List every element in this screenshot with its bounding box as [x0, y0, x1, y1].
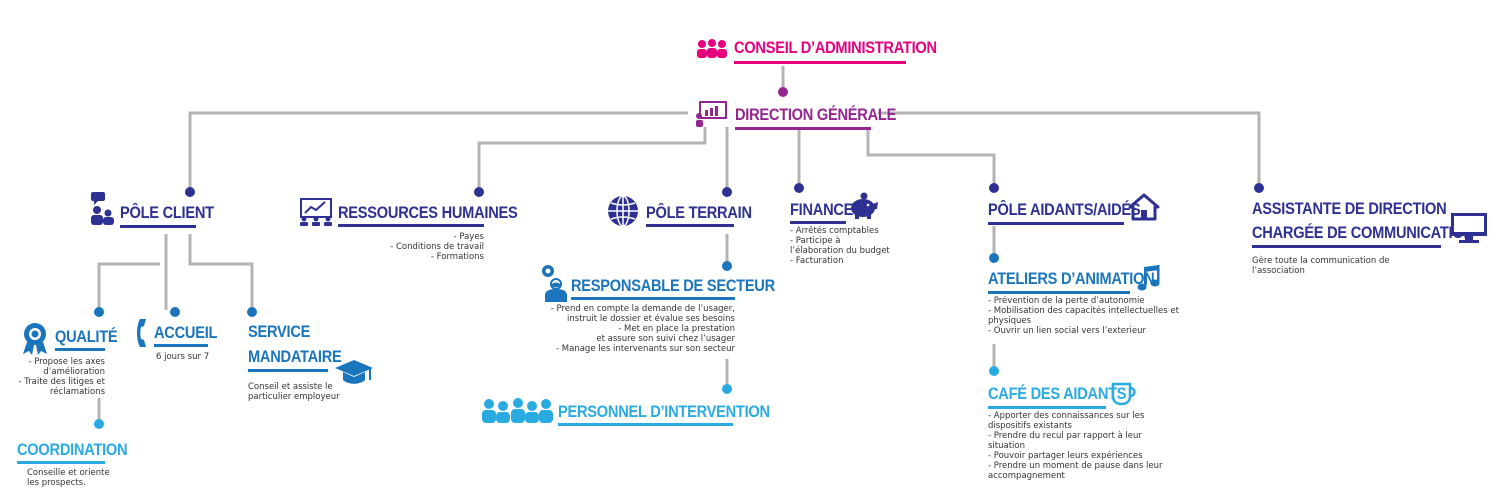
finance-underline — [790, 221, 846, 224]
ateliers-desc: - Prévention de la perte d’autonomie - M… — [988, 296, 1179, 336]
pole-terrain-underline — [646, 224, 734, 227]
personnel-title: PERSONNEL D’INTERVENTION — [558, 402, 770, 421]
music-note-icon — [1137, 265, 1160, 291]
ateliers-title: ATELIERS D’ANIMATION — [988, 269, 1155, 288]
accueil-title: ACCUEIL — [154, 323, 218, 342]
coordination-desc: Conseille et oriente les prospects. — [27, 468, 110, 488]
house-icon — [1128, 193, 1160, 221]
assistante-title-line2: CHARGÉE DE COMMUNICATION — [1252, 223, 1474, 242]
graduation-cap-icon — [335, 360, 373, 384]
direction-underline — [735, 127, 871, 130]
finance-desc: - Arrêtés comptables - Participe à l’éla… — [790, 226, 890, 266]
ateliers-underline — [988, 291, 1130, 294]
team-icon — [482, 398, 553, 423]
rh-underline — [338, 224, 484, 227]
qualite-desc: - Propose les axes d’amélioration - Trai… — [18, 357, 105, 397]
presentation-board-icon — [696, 101, 727, 127]
service-title-line2: MANDATAIRE — [248, 347, 342, 366]
speech-people-icon — [91, 192, 114, 225]
phone-icon — [137, 319, 146, 347]
piggy-bank-icon — [851, 192, 878, 219]
cafe-desc: - Apporter des connaissances sur les dis… — [988, 411, 1163, 481]
assistante-title-line1: ASSISTANTE DE DIRECTION — [1252, 199, 1447, 218]
service-title-line1: SERVICE — [248, 322, 311, 341]
service-desc: Conseil et assiste le particulier employ… — [248, 382, 340, 402]
monitor-icon — [1451, 213, 1487, 243]
direction-title: DIRECTION GÉNÉRALE — [735, 105, 897, 124]
coordination-underline — [17, 461, 105, 464]
accueil-desc: 6 jours sur 7 — [156, 352, 210, 362]
pole-client-underline — [120, 225, 196, 228]
responsable-desc: - Prend en compte la demande de l’usager… — [550, 304, 735, 354]
rh-title: RESSOURCES HUMAINES — [338, 203, 518, 222]
pole-aidants-title: PÔLE AIDANTS/AIDÉS — [988, 200, 1141, 219]
accueil-underline — [154, 344, 208, 347]
qualite-underline — [55, 348, 105, 351]
conseil-underline — [734, 61, 906, 64]
pole-client-title: PÔLE CLIENT — [120, 203, 214, 222]
finance-title: FINANCE — [790, 200, 854, 219]
pole-aidants-underline — [988, 222, 1124, 225]
coffee-cup-icon — [1111, 382, 1136, 406]
qualite-title: QUALITÉ — [55, 327, 118, 346]
conseil-title: CONSEIL D’ADMINISTRATION — [734, 38, 937, 57]
assistante-desc: Gère toute la communication de l’associa… — [1252, 256, 1390, 276]
responsable-underline — [571, 297, 735, 300]
service-underline — [248, 369, 328, 372]
globe-icon — [608, 195, 638, 227]
award-badge-icon — [23, 323, 47, 355]
pole-terrain-title: PÔLE TERRAIN — [646, 203, 752, 222]
responsable-title: RESPONSABLE DE SECTEUR — [571, 276, 775, 295]
gear-person-icon — [542, 265, 567, 302]
growth-chart-icon — [300, 198, 332, 226]
cafe-title: CAFÉ DES AIDANTS — [988, 384, 1127, 403]
personnel-underline — [558, 423, 733, 426]
rh-desc: - Payes - Conditions de travail - Format… — [390, 232, 484, 262]
people-group-icon — [697, 39, 727, 58]
assistante-underline — [1252, 245, 1441, 248]
coordination-title: COORDINATION — [17, 440, 128, 459]
cafe-underline — [988, 406, 1106, 409]
